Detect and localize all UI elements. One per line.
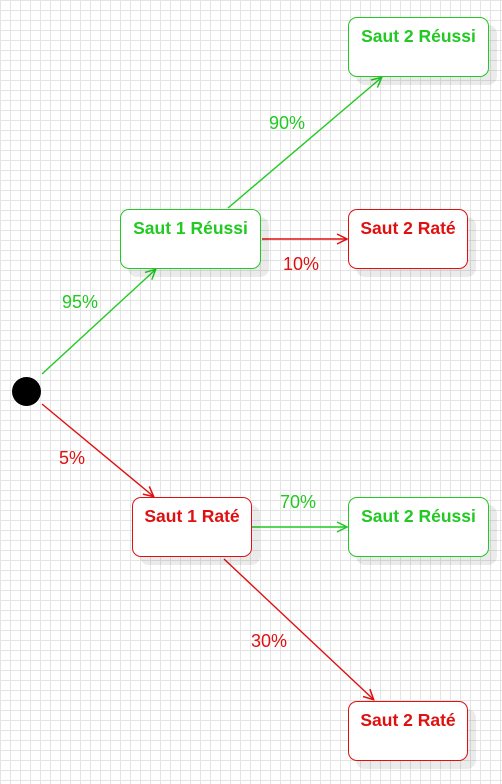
edge-start-to-s1-success [41, 270, 155, 375]
label-10-percent: 10% [283, 254, 320, 274]
label-95-percent: 95% [62, 292, 99, 312]
node-saut1-reussi[interactable]: Saut 1 Réussi [120, 209, 261, 269]
edge-start-to-s1-fail [41, 403, 153, 496]
edge-s1-fail-to-s2-fail [223, 558, 373, 699]
label-5-percent: 5% [59, 448, 86, 468]
start-node [12, 377, 41, 406]
label-70-percent: 70% [280, 492, 317, 512]
node-saut2-reussi-top[interactable]: Saut 2 Réussi [348, 17, 489, 77]
node-saut2-rate-bottom[interactable]: Saut 2 Raté [348, 701, 468, 761]
node-saut2-rate-top[interactable]: Saut 2 Raté [348, 209, 468, 269]
node-saut2-reussi-bottom[interactable]: Saut 2 Réussi [348, 497, 489, 557]
node-saut1-rate[interactable]: Saut 1 Raté [132, 497, 252, 557]
label-30-percent: 30% [251, 631, 288, 651]
label-90-percent: 90% [269, 113, 306, 133]
edge-s1-success-to-s2-success [227, 78, 381, 209]
